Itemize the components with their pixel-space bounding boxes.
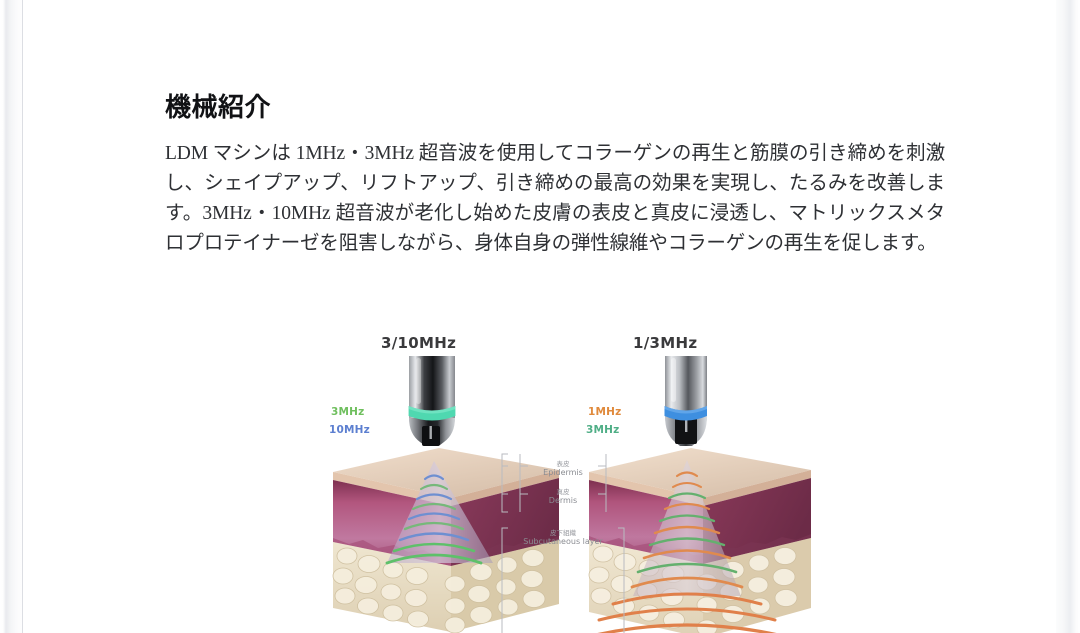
anatomy-label-subcutaneous: 皮下組織 Subcutaneous layer	[513, 529, 613, 547]
frequency-label-right-3mhz: 3MHz	[586, 424, 620, 436]
ultrasound-cone-right	[597, 460, 777, 633]
right-panel-illustration	[588, 356, 811, 633]
applicator-right	[664, 356, 707, 446]
left-panel-illustration	[332, 356, 559, 633]
frequency-label-left-10mhz: 10MHz	[329, 424, 370, 436]
applicator-left	[408, 356, 456, 446]
frequency-label-right-1mhz: 1MHz	[588, 406, 622, 418]
anatomy-label-epidermis-en: Epidermis	[543, 468, 583, 478]
page-title: 機械紹介	[165, 93, 272, 122]
anatomy-label-dermis-en: Dermis	[548, 496, 578, 506]
anatomy-label-epidermis-jp: 表皮	[556, 460, 570, 468]
anatomy-label-subcutaneous-jp: 皮下組織	[550, 529, 576, 537]
anatomy-label-epidermis: 表皮 Epidermis	[520, 460, 606, 478]
body-paragraph: LDM マシンは 1MHz・3MHz 超音波を使用してコラーゲンの再生と筋膜の引…	[165, 142, 945, 254]
anatomy-bracket-group	[501, 453, 625, 633]
anatomy-label-subcutaneous-en: Subcutaneous layer	[523, 537, 603, 547]
ultrasound-cone-left	[385, 461, 493, 565]
frequency-label-left-3mhz: 3MHz	[331, 406, 365, 418]
anatomy-label-dermis-jp: 真皮	[556, 488, 570, 496]
page-left-border	[22, 0, 23, 633]
ultrasound-penetration-figure: 3/10MHz 1/3MHz 3MHz 10MHz 1MHz 3MHz	[303, 318, 823, 633]
document-page: 機械紹介 LDM マシンは 1MHz・3MHz 超音波を使用してコラーゲンの再生…	[23, 0, 1056, 633]
article-body: 機械紹介 LDM マシンは 1MHz・3MHz 超音波を使用してコラーゲンの再生…	[165, 92, 945, 259]
figure-caption-right: 1/3MHz	[633, 334, 698, 352]
anatomy-label-dermis: 真皮 Dermis	[520, 488, 606, 506]
figure-caption-left: 3/10MHz	[381, 334, 457, 352]
